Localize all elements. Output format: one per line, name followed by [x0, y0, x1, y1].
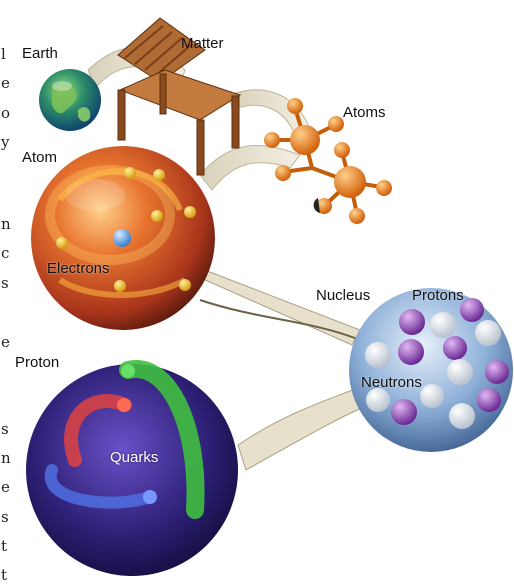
proton-particle	[443, 336, 467, 360]
edge-fragment: s	[1, 420, 9, 438]
atom-nucleus-dot	[113, 229, 131, 247]
electron	[184, 206, 196, 218]
label-earth: Earth	[22, 46, 58, 61]
edge-fragment: o	[1, 104, 10, 122]
edge-fragment: e	[1, 478, 10, 496]
edge-fragment: t	[1, 537, 7, 555]
proton-sphere	[26, 364, 238, 576]
earth-globe	[39, 69, 101, 131]
proton-particle	[399, 309, 425, 335]
electron	[179, 279, 191, 291]
label-protons: Protons	[412, 288, 464, 303]
electron	[124, 167, 136, 179]
neutron-particle	[447, 359, 473, 385]
edge-fragment: t	[1, 566, 7, 584]
neutron-particle	[420, 384, 444, 408]
edge-fragment: s	[1, 274, 9, 292]
edge-fragment: s	[1, 508, 9, 526]
quark-green	[121, 364, 135, 378]
edge-fragment: e	[1, 333, 10, 351]
left-edge-text-fragments: l e o y n c s e s n e s t t	[0, 0, 16, 583]
proton-particle	[398, 339, 424, 365]
label-proton: Proton	[15, 355, 59, 370]
quark-red	[117, 398, 131, 412]
label-matter: Matter	[181, 36, 224, 51]
proton-particle	[485, 360, 509, 384]
quark-blue	[143, 490, 157, 504]
edge-fragment: c	[1, 244, 9, 262]
edge-fragment: e	[1, 74, 10, 92]
neutron-particle	[365, 342, 391, 368]
neutron-particle	[366, 388, 390, 412]
label-quarks: Quarks	[110, 450, 158, 465]
electron	[151, 210, 163, 222]
neutron-particle	[475, 320, 501, 346]
electron	[114, 280, 126, 292]
label-atoms: Atoms	[343, 105, 386, 120]
proton-particle	[477, 388, 501, 412]
proton-particle	[391, 399, 417, 425]
nucleus-sphere	[349, 288, 513, 452]
edge-fragment: n	[1, 215, 11, 233]
label-electrons: Electrons	[47, 261, 110, 276]
edge-fragment: y	[1, 133, 9, 151]
neutron-particle	[449, 403, 475, 429]
edge-fragment: n	[1, 449, 11, 467]
atom-sphere	[31, 146, 215, 330]
electron	[56, 237, 68, 249]
edge-fragment: l	[1, 45, 6, 63]
neutron-particle	[430, 312, 456, 338]
label-neutrons: Neutrons	[361, 375, 422, 390]
label-atom: Atom	[22, 150, 57, 165]
electron	[153, 169, 165, 181]
label-nucleus: Nucleus	[316, 288, 370, 303]
